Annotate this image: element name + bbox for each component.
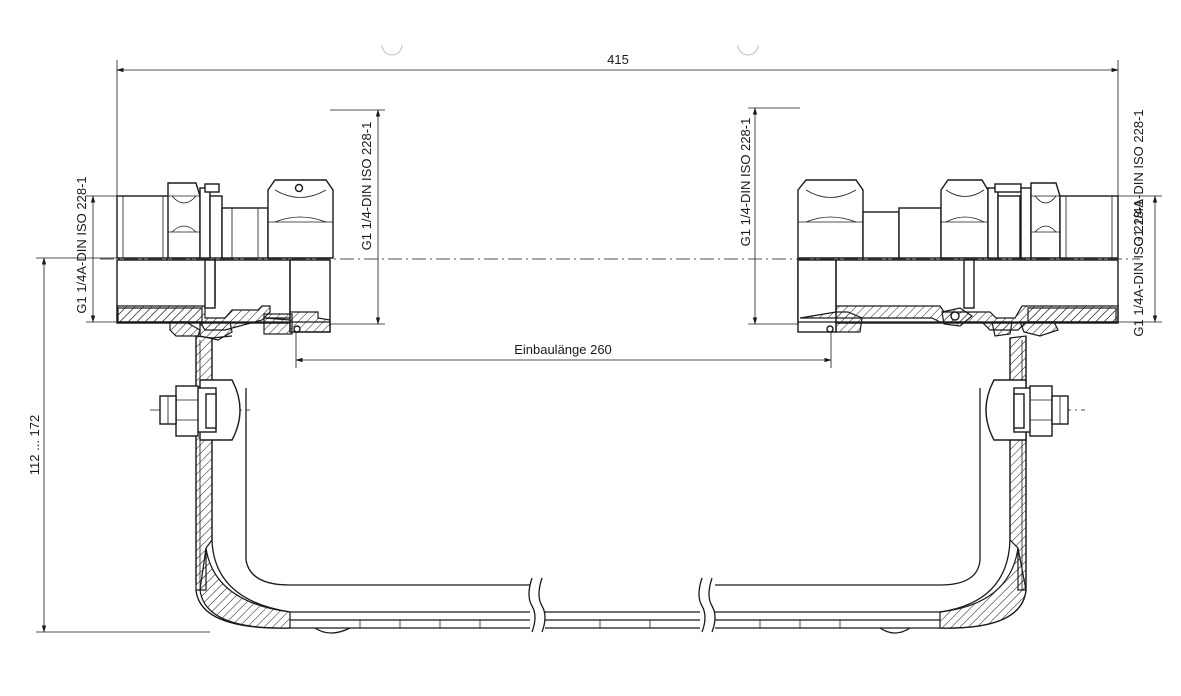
dimension-thread-right-inner: G1 1/4-DIN ISO 228-1 xyxy=(738,107,800,325)
dimension-thread-left-inner: G1 1/4-DIN ISO 228-1 xyxy=(330,109,385,325)
thread-label-right-inner: G1 1/4-DIN ISO 228-1 xyxy=(738,118,753,247)
overall-length-label: 415 xyxy=(607,52,629,67)
dimension-install-length: Einbaulänge 260 xyxy=(295,300,832,368)
dimension-overall: 415 xyxy=(116,52,1119,200)
left-connection-assembly xyxy=(116,179,334,341)
left-bolt xyxy=(159,379,241,441)
height-range-label: 112 ... 172 xyxy=(27,415,42,475)
thread-label-left-outer: G1 1/4A-DIN ISO 228-1 xyxy=(74,176,89,313)
install-length-label: Einbaulänge 260 xyxy=(514,342,612,357)
right-connection-assembly xyxy=(797,179,1119,337)
dimension-height: 112 ... 172 xyxy=(27,257,210,633)
thread-label-right-outer-top: G1 1/4A-DIN ISO 228-1 xyxy=(1131,109,1146,246)
thread-label-left-inner: G1 1/4-DIN ISO 228-1 xyxy=(359,122,374,251)
right-bolt xyxy=(985,379,1069,441)
thread-label-right-outer: G1 1/4A-DIN ISO 228-1 xyxy=(1131,199,1146,336)
dimension-thread-right-outer: G1 1/4A-DIN ISO 228-1 G1 1/4A-DIN ISO 22… xyxy=(1118,109,1162,337)
dimension-thread-left-outer: G1 1/4A-DIN ISO 228-1 xyxy=(74,176,120,323)
punch-hole-marks xyxy=(381,44,759,56)
u-shaped-tube xyxy=(195,335,1027,634)
